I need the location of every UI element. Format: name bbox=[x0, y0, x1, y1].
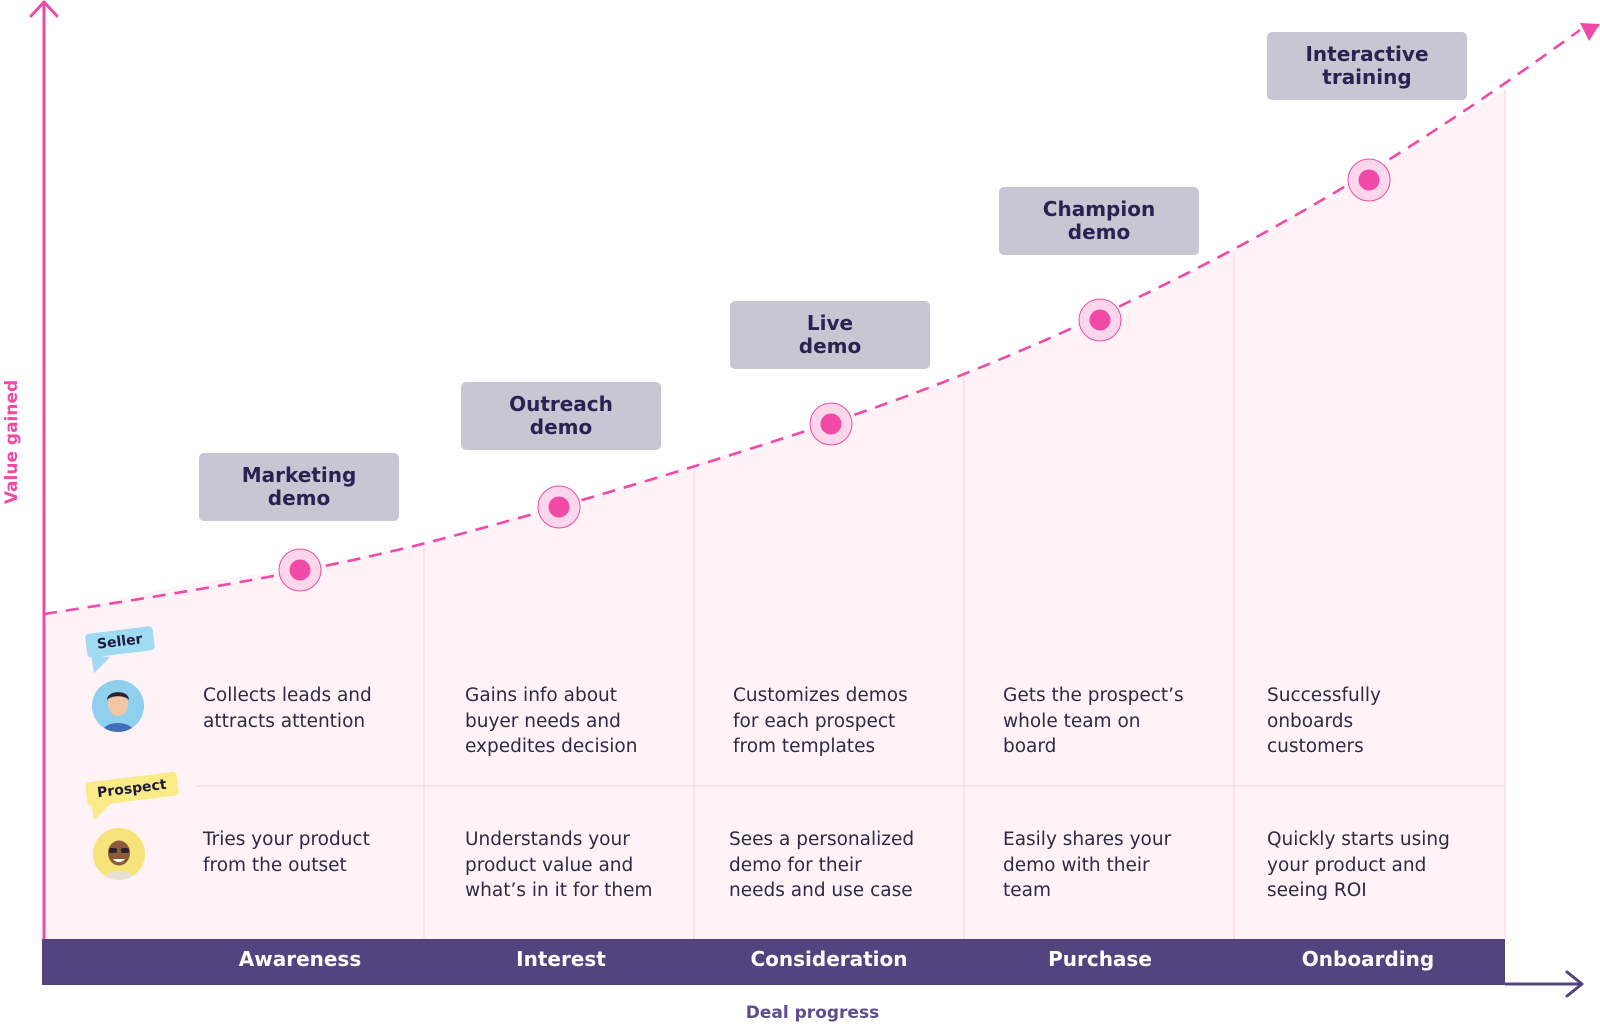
prospect-avatar-icon bbox=[93, 828, 145, 880]
seller-avatar-icon bbox=[92, 680, 144, 732]
stage-label-consideration: Consideration bbox=[750, 947, 908, 971]
growth-curve bbox=[43, 28, 1581, 616]
y-axis-arrowhead bbox=[29, 0, 59, 18]
prospect-desc-onboarding: Quickly starts using your product and se… bbox=[1267, 829, 1450, 901]
seller-desc-consideration: Customizes demos for each prospect from … bbox=[733, 685, 908, 757]
x-axis-label: Deal progress bbox=[745, 1003, 880, 1023]
prospect-desc-interest: Understands your product value and what’… bbox=[465, 829, 653, 901]
stage-band bbox=[42, 939, 1505, 985]
marker-onboarding bbox=[1358, 169, 1380, 191]
demo-box-outreach: Outreach demo bbox=[461, 382, 661, 450]
marker-awareness bbox=[289, 559, 311, 581]
seller-desc-onboarding: Successfully onboards customers bbox=[1267, 685, 1381, 757]
demo-box-marketing: Marketing demo bbox=[199, 453, 399, 521]
value-area bbox=[44, 90, 1505, 939]
person-avatar-icon bbox=[92, 680, 144, 732]
seller-desc-interest: Gains info about buyer needs and expedit… bbox=[465, 685, 638, 757]
column-dividers bbox=[196, 90, 1506, 939]
marker-interest bbox=[548, 496, 570, 518]
y-axis-label: Value gained bbox=[2, 379, 22, 505]
person-avatar-icon bbox=[93, 828, 145, 880]
seller-desc-awareness: Collects leads and attracts attention bbox=[203, 685, 372, 732]
curve-arrowhead bbox=[1580, 23, 1600, 41]
demo-box-champion: Champion demo bbox=[999, 187, 1199, 255]
stage-label-interest: Interest bbox=[516, 947, 606, 971]
demo-box-interactive-training: Interactive training bbox=[1267, 32, 1467, 100]
stage-label-awareness: Awareness bbox=[238, 947, 362, 971]
seller-tag-tail bbox=[88, 654, 111, 676]
demo-box-live: Live demo bbox=[730, 301, 930, 369]
marker-purchase bbox=[1089, 309, 1111, 331]
stage-label-onboarding: Onboarding bbox=[1301, 947, 1435, 971]
prospect-desc-awareness: Tries your product from the outset bbox=[203, 829, 370, 876]
stage-label-purchase: Purchase bbox=[1048, 947, 1152, 971]
prospect-desc-purchase: Easily shares your demo with their team bbox=[1003, 829, 1172, 901]
prospect-desc-consideration: Sees a personalized demo for their needs… bbox=[729, 829, 915, 901]
x-axis-arrowhead bbox=[1565, 970, 1584, 998]
marker-consideration bbox=[820, 413, 842, 435]
seller-desc-purchase: Gets the prospect’s whole team on board bbox=[1003, 685, 1184, 757]
stage-markers bbox=[278, 158, 1391, 592]
